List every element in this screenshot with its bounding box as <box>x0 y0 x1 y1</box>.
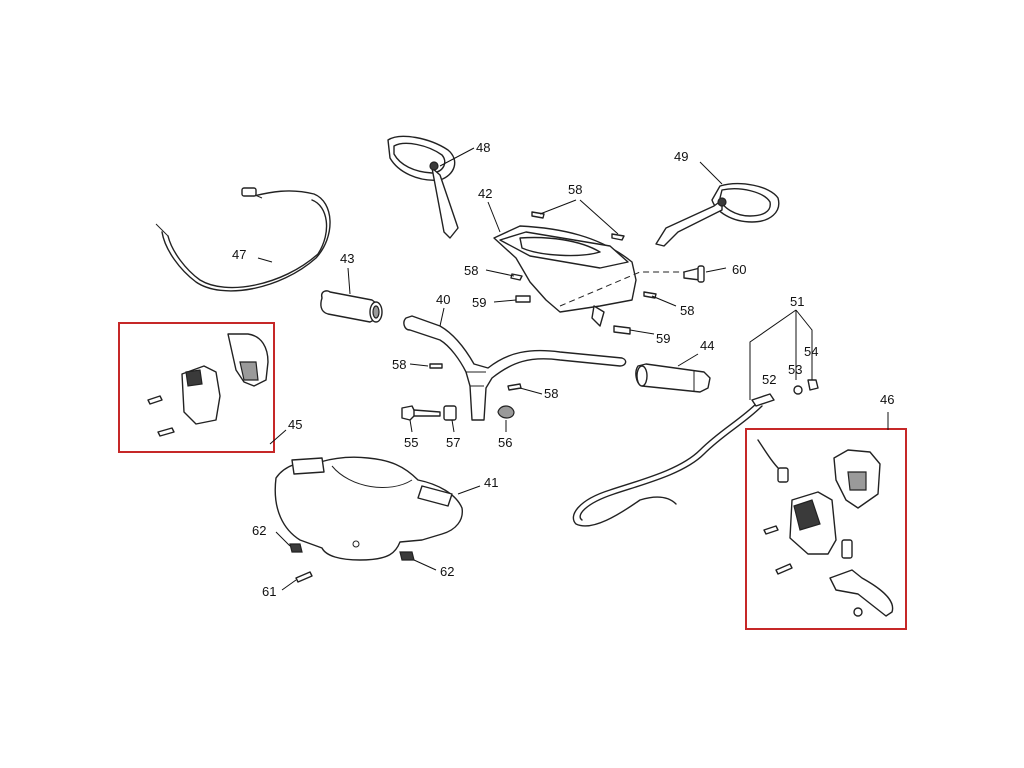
right-grip <box>635 363 711 393</box>
label-62: 62 <box>252 523 266 538</box>
label-51: 51 <box>790 294 804 309</box>
highlight-frame-45 <box>118 322 275 453</box>
upper-handlebar-cover <box>493 225 690 327</box>
label-52: 52 <box>762 372 776 387</box>
label-46: 46 <box>880 392 894 407</box>
fasteners-55-57-56 <box>401 405 515 421</box>
label-44: 44 <box>700 338 714 353</box>
screw-61 <box>295 571 313 583</box>
label-58: 58 <box>464 263 478 278</box>
label-57: 57 <box>446 435 460 450</box>
label-49: 49 <box>674 149 688 164</box>
left-switch-assembly <box>118 322 275 453</box>
label-40: 40 <box>436 292 450 307</box>
lower-handlebar-cover <box>274 456 463 561</box>
brake-cable <box>572 379 819 527</box>
handlebar <box>403 315 627 421</box>
part-number-labels: 48 49 42 58 58 59 58 59 60 43 40 47 58 5… <box>232 140 894 599</box>
bolt-60 <box>683 265 705 283</box>
label-54: 54 <box>804 344 818 359</box>
left-mirror <box>387 135 459 239</box>
label-41: 41 <box>484 475 498 490</box>
label-58: 58 <box>392 357 406 372</box>
label-58: 58 <box>544 386 558 401</box>
right-switch-lever-assembly <box>745 428 907 630</box>
label-43: 43 <box>340 251 354 266</box>
clips-62 <box>289 543 415 561</box>
label-42: 42 <box>478 186 492 201</box>
label-62: 62 <box>440 564 454 579</box>
label-47: 47 <box>232 247 246 262</box>
label-59: 59 <box>472 295 486 310</box>
label-48: 48 <box>476 140 490 155</box>
label-53: 53 <box>788 362 802 377</box>
label-56: 56 <box>498 435 512 450</box>
throttle-cable <box>155 187 331 292</box>
leader-lines <box>257 147 889 591</box>
label-61: 61 <box>262 584 276 599</box>
right-mirror <box>655 183 780 247</box>
label-55: 55 <box>404 435 418 450</box>
label-58: 58 <box>568 182 582 197</box>
highlight-frame-46 <box>745 428 907 630</box>
label-60: 60 <box>732 262 746 277</box>
label-59: 59 <box>656 331 670 346</box>
left-grip <box>320 290 383 323</box>
label-58: 58 <box>680 303 694 318</box>
label-45: 45 <box>288 417 302 432</box>
